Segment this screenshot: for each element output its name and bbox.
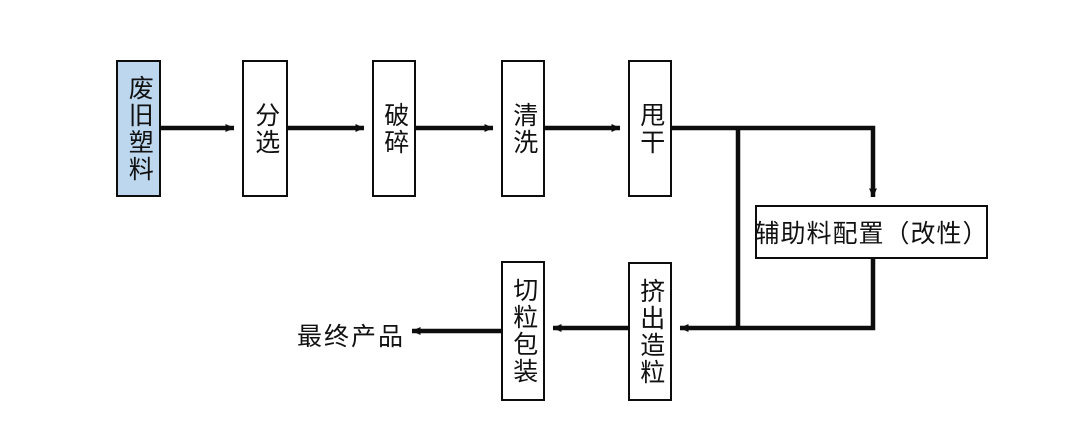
final-product-label: 最终产品 — [297, 324, 406, 351]
node-additive-blending-label: 辅助料配置（改性） — [754, 221, 989, 248]
node-waste-plastic-label: 废旧塑料 — [125, 74, 153, 183]
node-extrusion-pelletizing-label: 挤出造粒 — [636, 277, 664, 386]
node-cutting-packaging[interactable]: 切粒包装 — [501, 261, 545, 401]
node-spin-drying-label: 甩干 — [636, 101, 664, 156]
node-extrusion-pelletizing[interactable]: 挤出造粒 — [628, 262, 672, 401]
edge-drying-to-additive — [672, 125, 877, 198]
node-spin-drying[interactable]: 甩干 — [628, 60, 672, 197]
node-cutting-packaging-label: 切粒包装 — [509, 277, 537, 385]
node-crushing[interactable]: 破碎 — [372, 60, 416, 197]
node-washing-label: 清洗 — [509, 101, 537, 156]
node-sorting-label: 分选 — [251, 101, 279, 156]
node-washing[interactable]: 清洗 — [501, 60, 545, 197]
node-crushing-label: 破碎 — [380, 101, 408, 156]
node-additive-blending[interactable]: 辅助料配置（改性） — [755, 205, 988, 259]
node-waste-plastic[interactable]: 废旧塑料 — [116, 60, 161, 197]
node-sorting[interactable]: 分选 — [242, 60, 288, 197]
edge-additive-to-extrusion — [679, 259, 876, 332]
